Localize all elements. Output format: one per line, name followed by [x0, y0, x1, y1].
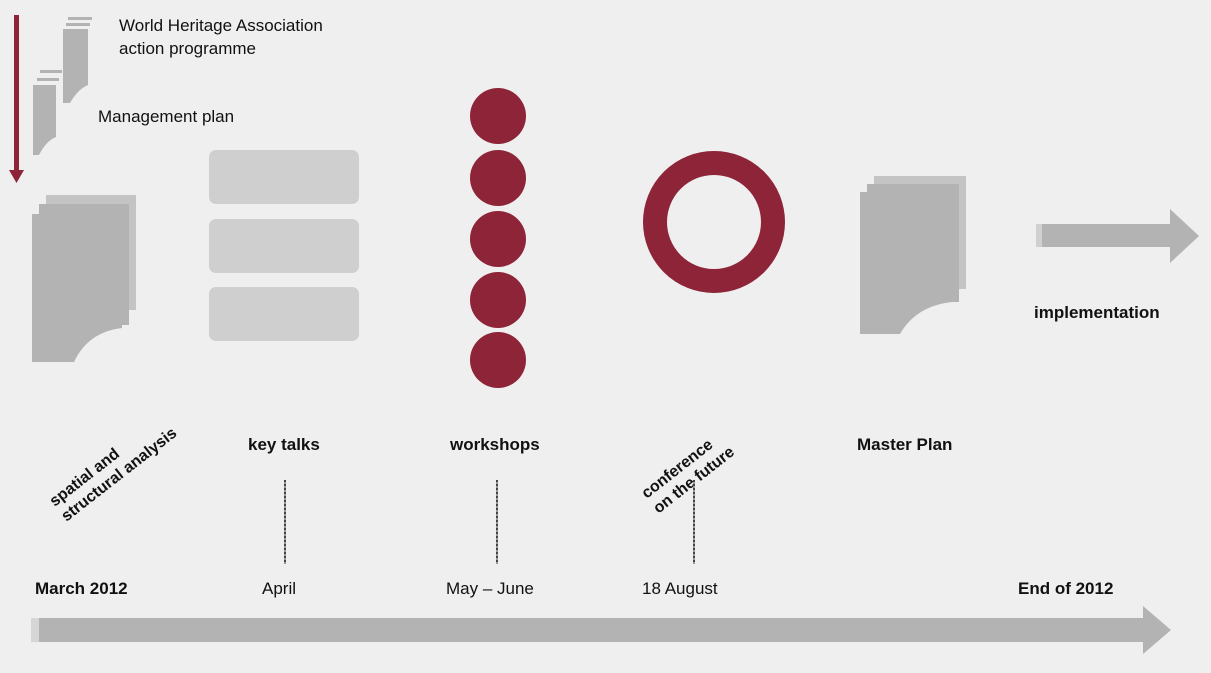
workshop-dot-3 — [470, 211, 526, 267]
timeline-april-label: April — [262, 579, 297, 598]
timeline-arrow — [31, 606, 1171, 654]
workshop-dot-5 — [470, 332, 526, 388]
april-tick-line — [284, 480, 286, 564]
workshop-dot-2 — [470, 150, 526, 206]
key-talks-box-3 — [209, 287, 359, 341]
implementation-label: implementation — [1034, 303, 1160, 322]
workshop-dot-1 — [470, 88, 526, 144]
management-plan-label: Management plan — [98, 107, 235, 126]
document-stack-icon-left — [32, 195, 136, 362]
timeline-may-june-label: May – June — [446, 579, 534, 598]
workshops-label: workshops — [450, 435, 540, 454]
wha-title-line1: World Heritage Association — [119, 16, 323, 35]
document-stack-icon-master-plan — [860, 176, 966, 334]
red-down-arrow — [9, 15, 24, 183]
timeline-start-label: March 2012 — [35, 579, 128, 598]
document-stack-icon-small — [33, 17, 92, 155]
conference-label: conference on the future — [638, 428, 738, 518]
master-plan-label: Master Plan — [857, 435, 953, 454]
august-tick-line — [693, 480, 695, 564]
implementation-arrow-icon — [1036, 209, 1199, 263]
spatial-analysis-label: spatial and structural analysis — [46, 409, 181, 526]
conference-ring-icon — [643, 151, 785, 293]
wha-title-line2: action programme — [119, 39, 257, 58]
key-talks-label: key talks — [248, 435, 320, 454]
timeline-end-label: End of 2012 — [1018, 579, 1114, 598]
key-talks-box-2 — [209, 219, 359, 273]
key-talks-box-1 — [209, 150, 359, 204]
may-june-tick-line — [496, 480, 498, 564]
timeline-august-label: 18 August — [642, 579, 718, 598]
workshop-dot-4 — [470, 272, 526, 328]
